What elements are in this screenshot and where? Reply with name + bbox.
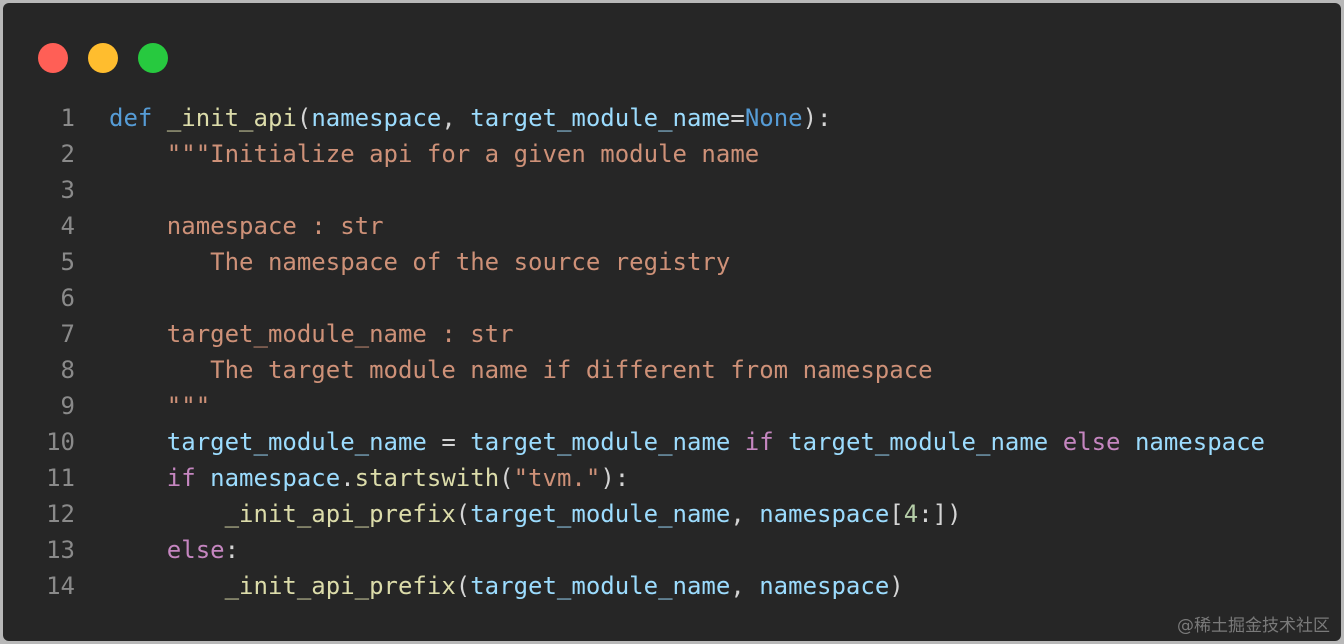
code-token: ( <box>455 500 471 528</box>
code-token: : <box>224 536 240 564</box>
line-number: 12 <box>46 500 75 528</box>
code-token: """ <box>109 392 211 420</box>
code-token <box>1121 428 1135 456</box>
code-text: The namespace of the source registry <box>109 244 730 280</box>
code-text: if namespace.startswith("tvm."): <box>109 460 629 496</box>
code-token: The namespace of the source registry <box>109 248 731 276</box>
code-token: ): <box>802 104 832 132</box>
line-number: 5 <box>60 248 75 276</box>
code-text: _init_api_prefix(target_module_name, nam… <box>109 568 904 604</box>
code-token <box>152 104 166 132</box>
code-text: """ <box>109 388 210 424</box>
code-token: else <box>166 536 225 564</box>
maximize-dot-icon[interactable] <box>138 43 168 73</box>
code-token: target_module_name <box>788 428 1049 456</box>
code-text: target_module_name = target_module_name … <box>109 424 1265 460</box>
code-token: if <box>166 464 196 492</box>
code-token: "tvm." <box>513 464 601 492</box>
code-token: , <box>441 104 471 132</box>
code-token: target_module_name <box>470 500 731 528</box>
code-token: namespace <box>1134 428 1265 456</box>
code-token: namespace <box>311 104 442 132</box>
code-token: """Initialize api for a given module nam… <box>109 140 760 168</box>
code-token: _init_api_prefix <box>224 500 456 528</box>
close-dot-icon[interactable] <box>38 43 68 73</box>
code-token: namespace <box>210 464 341 492</box>
code-token: _init_api_prefix <box>224 572 456 600</box>
code-token: ( <box>455 572 471 600</box>
line-number: 4 <box>60 212 75 240</box>
code-token: = <box>730 104 745 132</box>
code-token: _init_api <box>166 104 297 132</box>
code-token: ) <box>889 572 904 600</box>
code-token: def <box>109 104 153 132</box>
code-token: :]) <box>918 500 962 528</box>
line-number: 1 <box>60 104 75 132</box>
minimize-dot-icon[interactable] <box>88 43 118 73</box>
code-token: . <box>340 464 355 492</box>
code-token <box>730 428 744 456</box>
code-token: target_module_name : str <box>109 320 514 348</box>
code-text: """Initialize api for a given module nam… <box>109 136 759 172</box>
code-text: def _init_api(namespace, target_module_n… <box>109 100 832 136</box>
code-token: 4 <box>903 500 919 528</box>
line-number: 13 <box>46 536 75 564</box>
code-token: ): <box>600 464 630 492</box>
code-token: startswith <box>354 464 500 492</box>
code-token <box>109 500 225 528</box>
line-number: 9 <box>60 392 75 420</box>
code-text: else: <box>109 532 239 568</box>
code-token: else <box>1062 428 1121 456</box>
line-number: 14 <box>46 572 75 600</box>
code-token <box>109 464 167 492</box>
code-token: None <box>744 104 803 132</box>
code-text: namespace : str <box>109 208 384 244</box>
code-token: namespace : str <box>109 212 384 240</box>
code-token: [ <box>889 500 904 528</box>
code-token: ( <box>499 464 514 492</box>
code-token: namespace <box>759 500 890 528</box>
line-number: 3 <box>60 176 75 204</box>
code-token: , <box>730 500 760 528</box>
code-token <box>1048 428 1062 456</box>
code-token: target_module_name <box>166 428 427 456</box>
line-number: 2 <box>60 140 75 168</box>
code-text: target_module_name : str <box>109 316 514 352</box>
code-token: if <box>744 428 774 456</box>
code-token <box>774 428 788 456</box>
code-token <box>109 536 167 564</box>
code-token: , <box>730 572 760 600</box>
code-token: = <box>426 428 471 456</box>
code-token: target_module_name <box>470 104 731 132</box>
code-token <box>109 572 225 600</box>
watermark: @稀土掘金技术社区 <box>1177 616 1330 636</box>
line-number: 7 <box>60 320 75 348</box>
code-text: The target module name if different from… <box>109 352 933 388</box>
code-token: ( <box>296 104 312 132</box>
code-token <box>109 428 167 456</box>
code-token: target_module_name <box>470 428 731 456</box>
code-token: target_module_name <box>470 572 731 600</box>
line-number: 11 <box>46 464 75 492</box>
code-token: namespace <box>759 572 890 600</box>
line-number: 6 <box>60 284 75 312</box>
code-token <box>196 464 210 492</box>
line-number: 10 <box>46 428 75 456</box>
line-number: 8 <box>60 356 75 384</box>
code-token: The target module name if different from… <box>109 356 933 384</box>
code-text: _init_api_prefix(target_module_name, nam… <box>109 496 962 532</box>
